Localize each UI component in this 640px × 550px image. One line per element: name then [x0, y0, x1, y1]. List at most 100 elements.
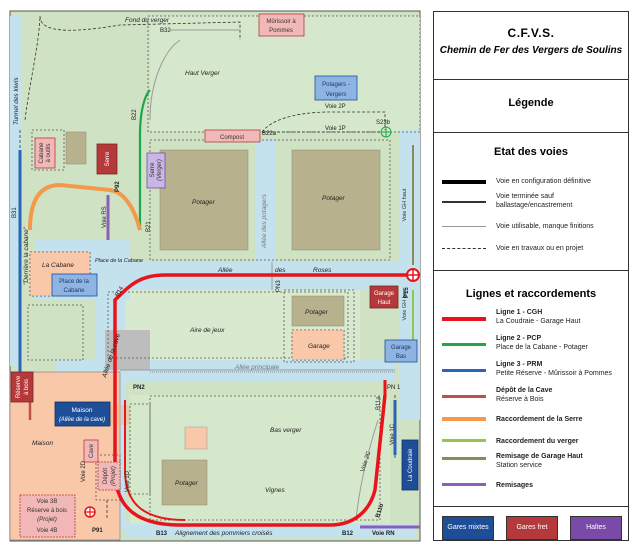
line-name: Ligne 3 - PRM — [496, 361, 543, 368]
label-station-compost: Compost — [220, 135, 244, 141]
station-garage-box — [291, 329, 345, 361]
station-depot[interactable] — [97, 461, 121, 491]
line-1-cgh-inner — [124, 400, 186, 521]
label-station-garage-haut-2: Haut — [378, 300, 391, 306]
line-1-cgh — [113, 273, 413, 527]
station-place-cabane[interactable] — [51, 273, 98, 297]
label-station-maison-1: Maison — [72, 407, 93, 414]
station-reserve-bois[interactable] — [10, 371, 34, 403]
swatch-verger — [442, 439, 486, 442]
label-alley-principale: Allée principale — [234, 364, 279, 371]
label-station-garage-bas-1: Garage — [391, 345, 412, 351]
tl-b31: B31 — [12, 207, 18, 218]
border-cave — [129, 403, 151, 495]
label-station-place-cabane-2: Cabane — [63, 288, 85, 294]
tl-pn1: PN 1 — [387, 385, 401, 391]
tl-voie1d: Voie 1D — [125, 470, 131, 492]
legend-title: C.F.V.S. — [507, 26, 555, 40]
label-place-cabane: Place de la Cabane — [95, 258, 143, 264]
station-serre-verger[interactable] — [146, 152, 166, 189]
key-gares-fret: Gares fret — [506, 516, 558, 540]
swatch-remisages — [442, 483, 486, 486]
turntable-p15 — [406, 268, 420, 282]
station-compost[interactable] — [204, 129, 261, 143]
station-cabane-outils[interactable] — [34, 137, 56, 169]
label-alley-potagers: Allée des potagers — [261, 193, 268, 249]
swatch-thick — [442, 180, 486, 184]
tl-b14: B14 — [115, 285, 126, 298]
line-name: Raccordement du verger — [496, 438, 579, 445]
line-row-8: Remisages — [442, 478, 626, 502]
label-potager-left: Potager — [192, 199, 216, 206]
alley-pommiers-band — [125, 524, 415, 538]
line-2-pcp — [138, 89, 151, 230]
swatch-line-2 — [442, 343, 486, 346]
swatch-dashed — [442, 248, 486, 249]
station-la-coudraie[interactable] — [401, 439, 419, 491]
label-alley-roses-2: des — [275, 267, 286, 274]
swatch-thin — [442, 226, 486, 227]
border-depot — [95, 454, 121, 501]
legend-subtitle: Chemin de Fer des Vergers de Soulins — [439, 45, 623, 56]
key-gares-mixtes: Gares mixtes — [442, 516, 494, 540]
label-la-cabane: La Cabane — [42, 262, 74, 269]
station-maison[interactable] — [54, 401, 111, 427]
label-alley-derriere: "Derrière la cabane" — [23, 226, 30, 285]
track-b22-grey — [149, 39, 181, 121]
swatch-line-1 — [442, 317, 486, 321]
track-state-row: Voie utilisable, manque finitions — [442, 218, 626, 242]
station-murissoir[interactable] — [258, 13, 305, 37]
label-station-depot-1: Dépôt — [103, 468, 109, 484]
tl-b32: B32 — [160, 28, 171, 34]
legend-heading-block: Légende — [434, 79, 628, 133]
label-bas-verger: Bas verger — [270, 427, 302, 434]
line-name: Ligne 2 - PCP — [496, 335, 542, 342]
label-maison: Maison — [32, 440, 53, 447]
station-garage-bas[interactable] — [384, 339, 418, 363]
track-state-row: Voie en configuration définitive — [442, 172, 626, 196]
tl-voie-rn: Voie RN — [372, 531, 395, 537]
tl-voie2d: Voie 2D — [81, 460, 87, 482]
label-station-serre-verger-2: (Verger) — [157, 159, 163, 181]
tl-pn3: PN3 — [276, 280, 282, 292]
tl-voie2p: Voie 2P — [325, 104, 346, 110]
line-desc: La Coudraie - Garage Haut — [496, 318, 581, 325]
station-potagers-vergers[interactable] — [314, 75, 358, 101]
tl-b12: B12 — [342, 531, 354, 537]
legend-panel: C.F.V.S. Chemin de Fer des Vergers de So… — [433, 11, 629, 541]
station-garage-haut[interactable] — [369, 285, 399, 309]
label-station-serre-verger-1: Serre — [150, 162, 156, 177]
track-state-title: Etat des voies — [494, 146, 568, 158]
turntable-s23b — [380, 126, 392, 138]
label-fond-verger: Fond du verger — [125, 17, 170, 24]
label-voie-gh-haut: Voie GH haut — [402, 188, 408, 221]
swatch-medium — [442, 201, 486, 203]
tl-b11b: B11b — [375, 503, 385, 519]
track-fond-verger — [39, 15, 241, 40]
label-station-reserve-bois-2: à bois — [24, 379, 30, 395]
border-garage-area — [283, 289, 355, 363]
label-station-cabane-outils-2: à outils — [46, 143, 52, 162]
tl-b21: B21 — [146, 221, 152, 232]
track-state-label: Voie utilisable, manque finitions — [496, 223, 594, 230]
tl-p92: P92 — [115, 181, 121, 192]
station-voie3b[interactable] — [19, 494, 76, 538]
potager-plot-left — [159, 149, 249, 251]
small-bed — [184, 426, 208, 450]
cabane-shed — [65, 131, 87, 165]
tl-b22: B22 — [132, 109, 138, 120]
label-station-voie3b-4: Voie 4B — [37, 528, 58, 534]
track-voie2c — [355, 419, 379, 521]
station-serre[interactable] — [96, 143, 118, 175]
line-name: Remisages — [496, 482, 533, 489]
line-name: Ligne 1 - CGH — [496, 309, 543, 316]
label-alley-pommiers: Alignement des pommiers croisés — [174, 530, 273, 537]
label-aire-jeux: Aire de jeux — [189, 327, 225, 334]
line-desc: Station service — [496, 462, 542, 469]
swatch-depot — [442, 395, 486, 398]
station-cave[interactable] — [83, 439, 99, 463]
label-station-cabane-outils-1: Cabane — [39, 142, 45, 164]
